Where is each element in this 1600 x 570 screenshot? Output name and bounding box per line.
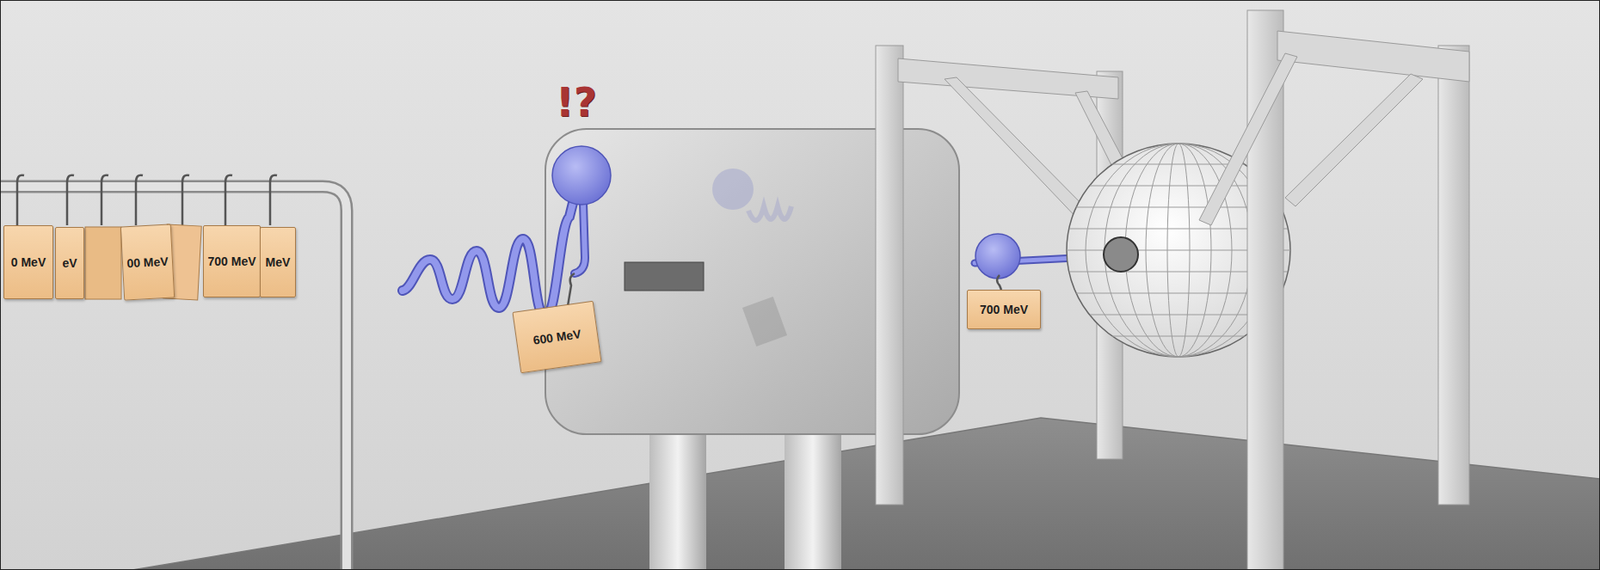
frame-brace [1199, 53, 1298, 226]
frame-brace [1075, 91, 1126, 169]
energy-tag: 0 MeV [3, 225, 54, 300]
photon-wave [402, 196, 575, 317]
grid-line [1112, 164, 1245, 166]
hook [101, 175, 109, 226]
energy-tag: eV [55, 227, 85, 300]
energy-tag: 00 MeV [120, 224, 175, 302]
photon-stem [574, 203, 585, 274]
photon-stem [574, 203, 585, 274]
energy-tag: MeV [259, 227, 296, 298]
frame-brace [944, 77, 1093, 222]
box-reflection [712, 168, 754, 210]
tag-text: 700 MeV [207, 254, 256, 269]
tag-text: eV [61, 256, 77, 271]
exclaim-question: !? [555, 82, 597, 123]
blank-tag [85, 227, 122, 300]
rack-hooks [17, 175, 277, 226]
energy-tag: 700 MeV [203, 225, 261, 298]
grid-line [1089, 185, 1268, 187]
hook [225, 175, 233, 226]
frame-crossbar [1277, 30, 1470, 82]
frame-post [875, 45, 904, 505]
rack-bar [0, 186, 347, 570]
photon-ball [552, 146, 611, 205]
tag-hook [567, 273, 575, 307]
tag-hook [996, 275, 1002, 290]
tag-text: MeV [265, 255, 291, 270]
frame-brace [1285, 73, 1423, 207]
box-slot [624, 262, 704, 291]
hook [17, 175, 25, 226]
energy-tag: 600 MeV [511, 301, 602, 375]
hook [182, 175, 190, 226]
particle-ball [975, 233, 1021, 279]
rack-bar-shadow [0, 186, 347, 570]
hook [135, 175, 143, 226]
box-reflection [742, 296, 788, 347]
tag-text: 700 MeV [979, 302, 1028, 317]
tag-text: 0 MeV [11, 255, 46, 270]
grid-line [1089, 314, 1268, 316]
hook [67, 175, 74, 226]
box-reflection [748, 206, 792, 221]
tag-text: 00 MeV [126, 254, 169, 271]
frame-post [1438, 45, 1470, 505]
tag-text: 600 MeV [532, 326, 583, 348]
grid-line [1112, 336, 1245, 338]
hook [270, 175, 277, 226]
energy-tag: 700 MeV [966, 289, 1041, 330]
detector-hole [1103, 237, 1139, 272]
photon-wave-outline [402, 196, 575, 317]
